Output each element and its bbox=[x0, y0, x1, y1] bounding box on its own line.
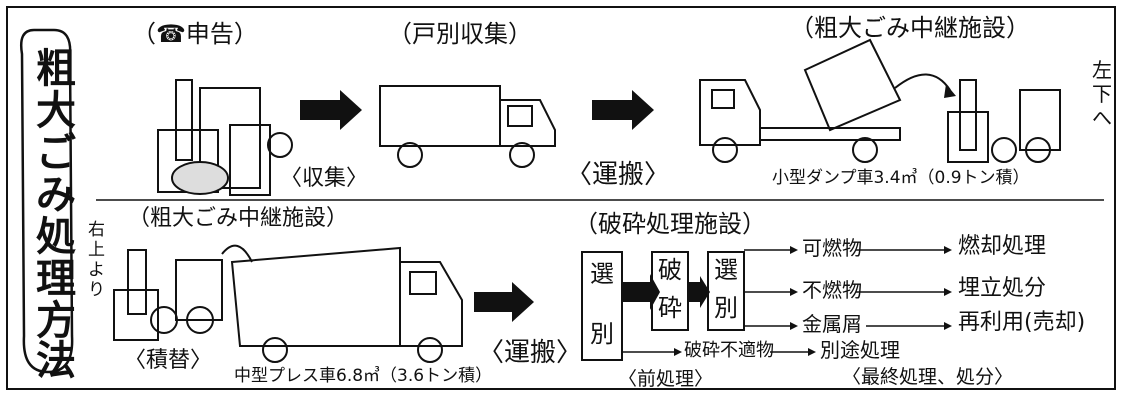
side-title-bubble bbox=[20, 28, 74, 374]
side-title-char: ご bbox=[36, 130, 76, 176]
output-item-combustible: 可燃物 bbox=[802, 236, 862, 260]
side-title-char: 粗 bbox=[36, 46, 76, 92]
sort-box-2-char: 選 bbox=[714, 256, 738, 284]
arrow-head-icon bbox=[944, 84, 956, 98]
collection-truck-icon bbox=[379, 85, 556, 168]
note-left-down-char: 下 bbox=[1092, 82, 1112, 106]
side-title-char: み bbox=[36, 172, 76, 218]
side-title-char: 法 bbox=[36, 338, 76, 384]
pretreatment-label: 〈前処理〉 bbox=[618, 368, 714, 390]
side-title: 粗 大 ご み 処 理 方 法 bbox=[14, 26, 82, 384]
stage-label-household-collection: （戸別収集） bbox=[388, 20, 532, 48]
bulky-garbage-pile-icon bbox=[157, 79, 293, 196]
transport-label-bottom: 〈運搬〉 bbox=[478, 338, 583, 368]
note-left-down-char: 左 bbox=[1092, 58, 1112, 82]
diagram-frame bbox=[6, 6, 1116, 390]
sort-box-2-char: 別 bbox=[714, 294, 738, 322]
unloaded-garbage-icon bbox=[947, 79, 1061, 163]
crush-box-char: 砕 bbox=[658, 294, 682, 322]
side-title-char: 大 bbox=[36, 88, 76, 134]
side-title-char: 処 bbox=[36, 214, 76, 260]
note-right-up-char: 上 bbox=[88, 240, 105, 260]
flow-arrow-icon bbox=[474, 282, 534, 322]
output-item-metal-scrap: 金属屑 bbox=[802, 312, 862, 336]
press-truck-capacity: 中型プレス車6.8㎥（3.6トン積） bbox=[234, 366, 493, 386]
sort-box-1-char: 選 bbox=[590, 260, 614, 288]
relay-garbage-icon bbox=[113, 249, 223, 341]
stage-label-relay-facility: （粗大ごみ中継施設） bbox=[790, 14, 1030, 42]
note-left-down-char: へ bbox=[1092, 106, 1112, 130]
reload-label: 〈積替〉 bbox=[124, 348, 213, 373]
final-disposal-label: 〈最終処理、処分〉 bbox=[842, 366, 1014, 388]
crush-box-char: 破 bbox=[658, 256, 682, 284]
curved-arrow-icon bbox=[894, 73, 951, 91]
transport-label-top: 〈運搬〉 bbox=[566, 160, 671, 190]
flow-arrow-icon bbox=[688, 276, 710, 308]
side-title-char: 方 bbox=[36, 298, 76, 344]
output-dest-reuse: 再利用(売却) bbox=[958, 310, 1086, 335]
dump-truck-icon bbox=[699, 38, 902, 163]
output-dest-incineration: 燃却処理 bbox=[958, 234, 1047, 259]
separate-treatment-label: 別途処理 bbox=[820, 338, 900, 362]
relay-facility-label: （粗大ごみ中継施設） bbox=[128, 206, 349, 231]
note-right-up-char: 右 bbox=[88, 220, 105, 240]
note-right-up-char: り bbox=[88, 280, 105, 300]
collect-label: 〈収集〉 bbox=[280, 166, 369, 191]
output-branches bbox=[622, 249, 944, 353]
output-dest-landfill: 埋立処分 bbox=[958, 276, 1047, 301]
sort-box-1 bbox=[581, 251, 623, 361]
dump-truck-capacity: 小型ダンプ車3.4㎥（0.9トン積） bbox=[772, 168, 1030, 188]
output-arrow-heads bbox=[674, 246, 952, 356]
unsuitable-items-label: 破砕不適物 bbox=[684, 340, 774, 361]
sort-box-1-char: 別 bbox=[590, 320, 614, 348]
flow-arrow-icon bbox=[622, 274, 660, 310]
output-item-noncombustible: 不燃物 bbox=[802, 278, 862, 302]
note-right-up-char: よ bbox=[88, 260, 105, 280]
curved-arrow-icon bbox=[221, 244, 253, 263]
flow-arrow-icon bbox=[592, 90, 654, 130]
flow-arrow-icon bbox=[300, 90, 362, 130]
side-title-char: 理 bbox=[36, 256, 76, 302]
crush-facility-label: （破砕処理施設） bbox=[574, 210, 766, 238]
sort-box-2 bbox=[707, 251, 745, 331]
stage-label-report: （☎申告） bbox=[132, 20, 258, 48]
press-truck-icon bbox=[230, 246, 463, 363]
